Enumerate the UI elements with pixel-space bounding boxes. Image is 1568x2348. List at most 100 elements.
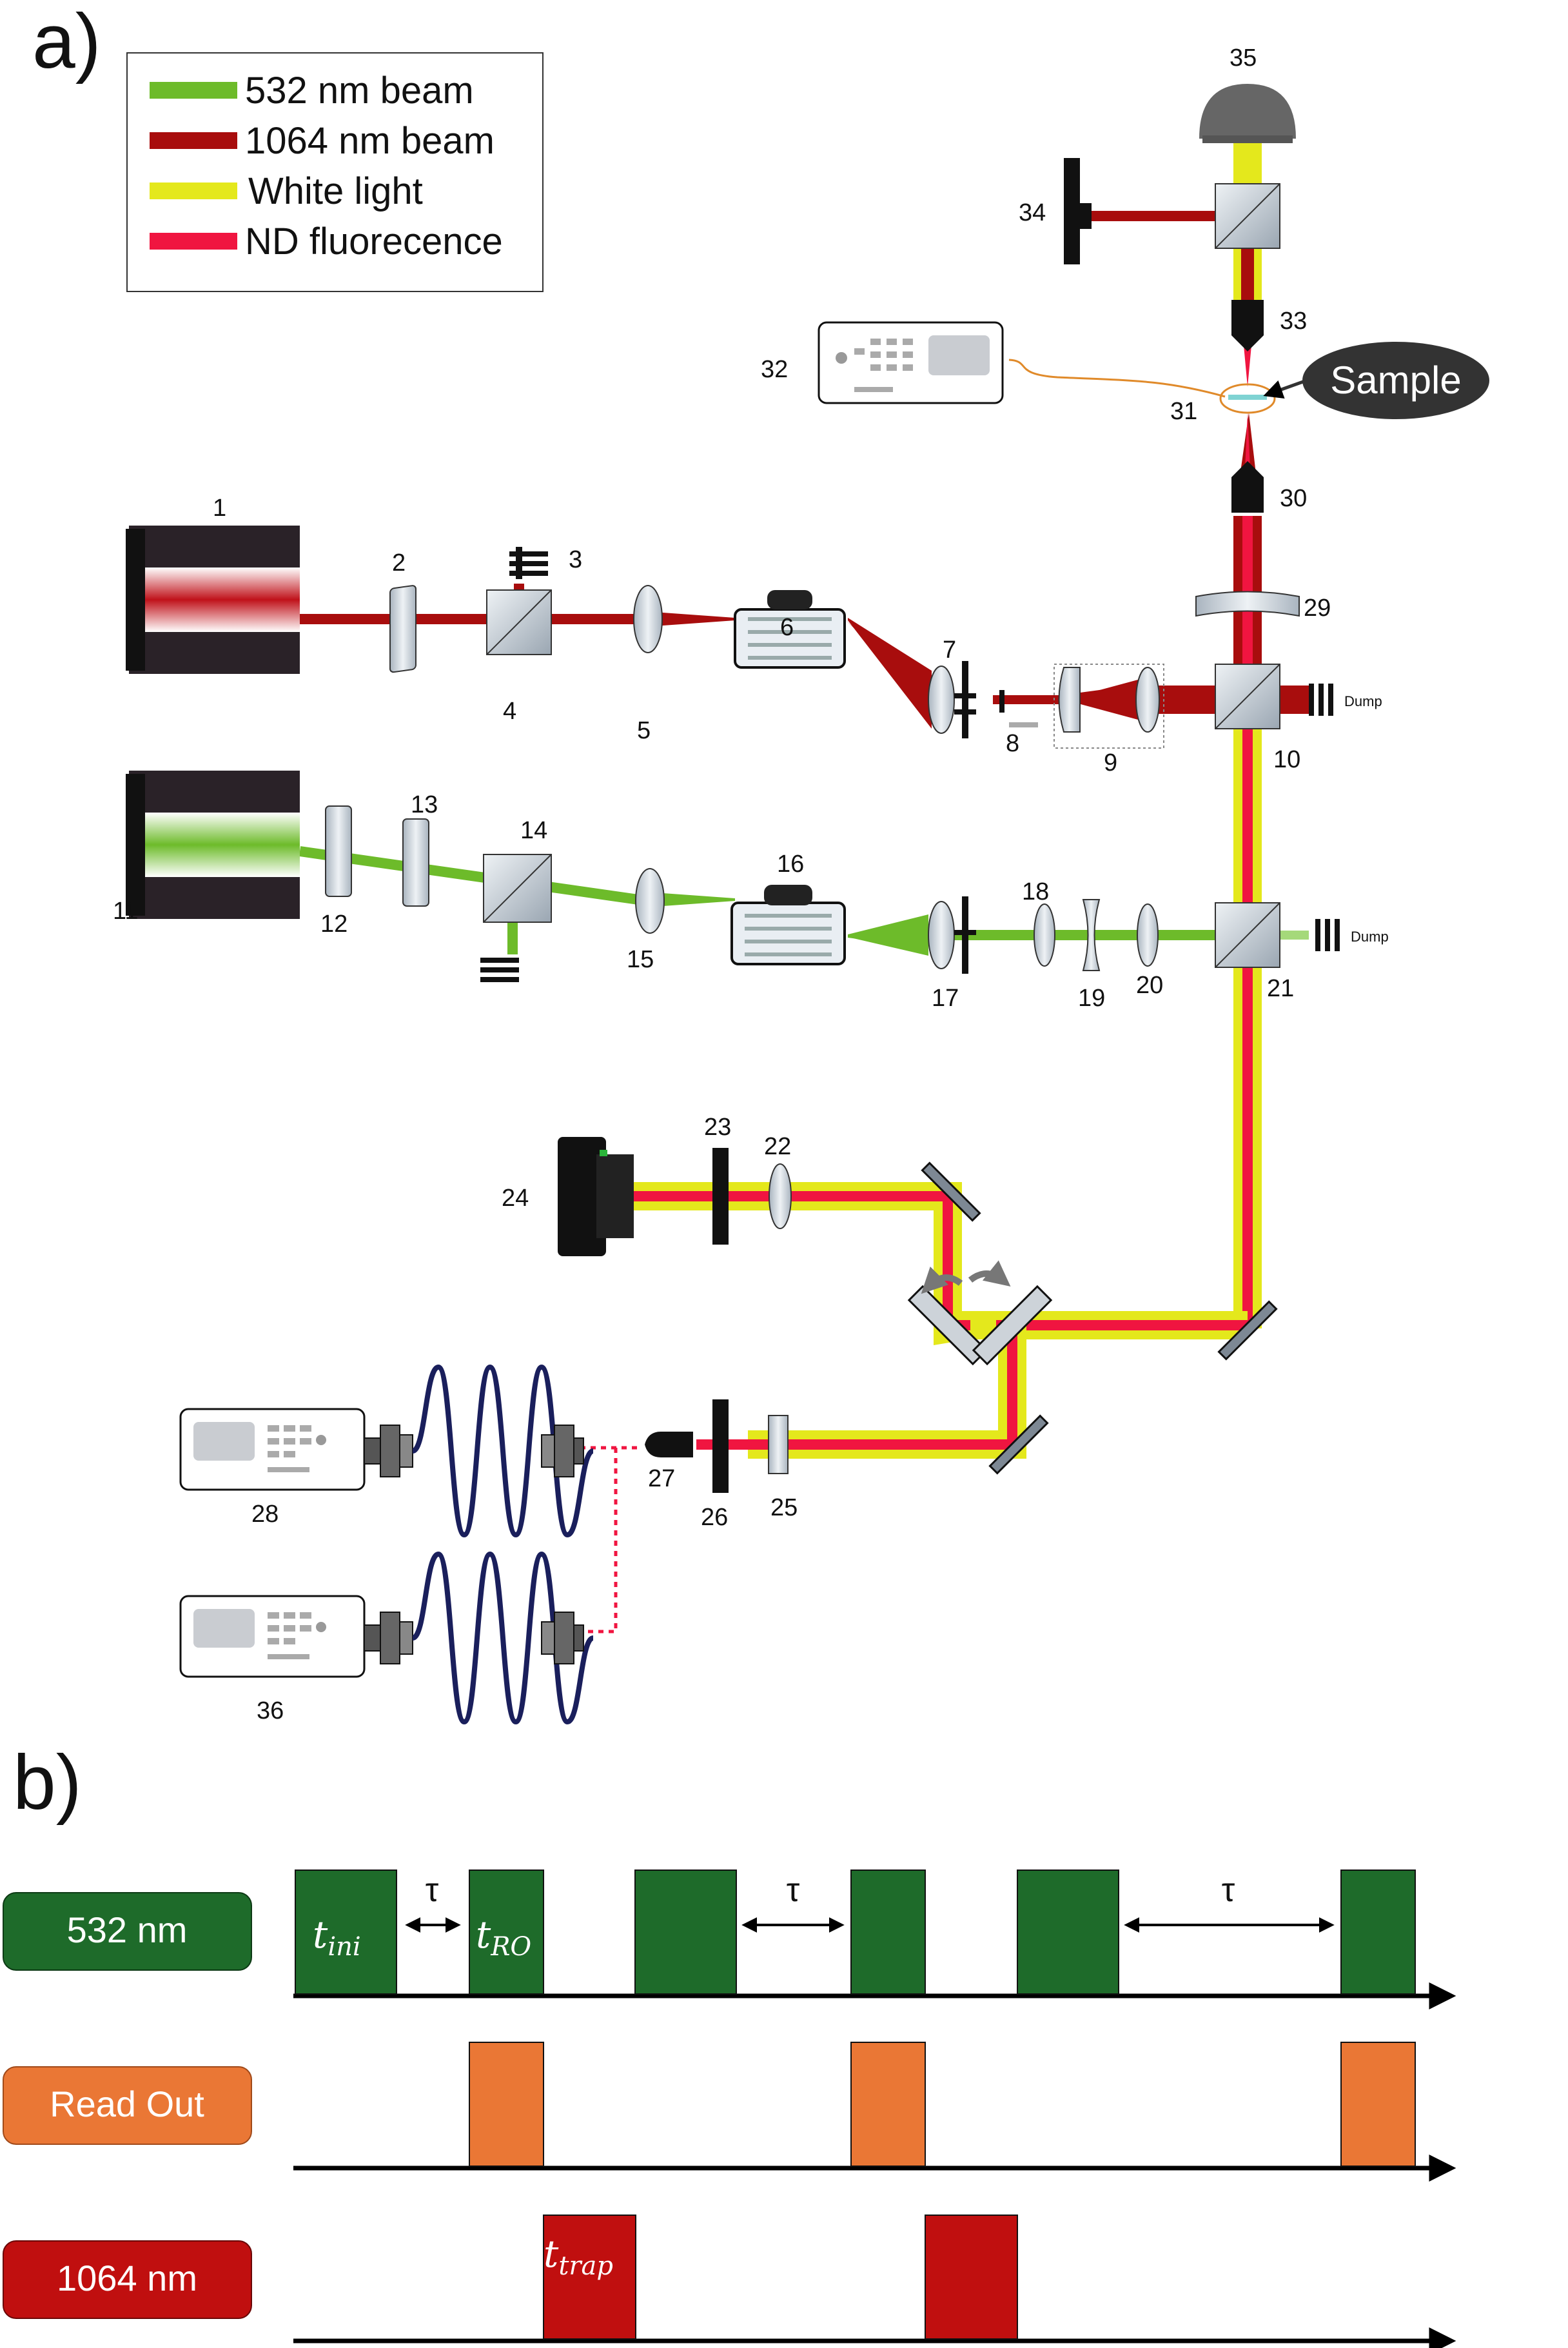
pulse-readout-1	[469, 2042, 544, 2167]
label-9: 9	[1104, 749, 1117, 776]
timing-row-label-1064: 1064 nm	[3, 2240, 252, 2319]
iris-8	[999, 690, 1038, 727]
tau-3: τ	[1124, 1871, 1335, 1933]
tau-1: τ	[405, 1871, 461, 1933]
panel-label-b: b)	[13, 1739, 82, 1826]
beam-to-objective	[1233, 413, 1262, 677]
light-source-35	[1199, 84, 1296, 143]
beam-upper	[1083, 139, 1262, 387]
dump-10: Dump	[1309, 684, 1382, 716]
label-10: 10	[1273, 746, 1300, 773]
filter-25	[768, 1415, 789, 1474]
camera-24	[558, 1137, 634, 1256]
dump-21: Dump	[1315, 919, 1389, 951]
fiber-links	[580, 1446, 638, 1633]
legend-item-532: 532 nm beam	[150, 70, 474, 112]
pulse-label-t-ro: tRO	[476, 1913, 531, 1962]
beam-dump-3	[509, 547, 548, 579]
svg-text:τ: τ	[426, 1871, 439, 1909]
label-18: 18	[1022, 878, 1049, 905]
lens-7	[928, 661, 976, 738]
mw-generator-32	[818, 321, 1004, 404]
label-33: 33	[1280, 308, 1307, 335]
lens-19	[1082, 899, 1101, 971]
beamsplitter-4	[486, 589, 552, 655]
label-19: 19	[1078, 985, 1105, 1012]
filter-26	[712, 1399, 729, 1493]
timing-diagram: 532 nm Read Out 1064 nm tini tRO	[3, 1870, 1456, 2348]
svg-text:tRO: tRO	[476, 1913, 531, 1962]
fiber-coil-28	[364, 1364, 594, 1538]
pulse-532-ini-2	[634, 1870, 737, 1995]
lens-15	[635, 868, 665, 934]
waveplate-12	[325, 805, 352, 897]
component-labels: 1 2 3 4 5 6 7 8 9 10 11 12 13 14 15 16 1…	[113, 44, 1331, 1724]
waveplate-13	[402, 818, 429, 907]
camera-34	[1064, 158, 1092, 264]
beamsplitter-34-cube	[1215, 183, 1280, 249]
label-32: 32	[761, 356, 788, 383]
timing-row-label-readout: Read Out	[3, 2066, 252, 2145]
pulses-532	[295, 1870, 1416, 1995]
svg-text:Dump: Dump	[1344, 693, 1382, 709]
lens-18	[1034, 903, 1055, 967]
sample-31	[1008, 359, 1313, 414]
label-36: 36	[257, 1697, 284, 1724]
sample-bubble: Sample	[1302, 342, 1489, 419]
label-21: 21	[1267, 975, 1294, 1002]
fiber-coil-36	[364, 1551, 594, 1725]
label-29: 29	[1304, 595, 1331, 622]
svg-text:White light: White light	[248, 170, 423, 212]
pulse-532-ro-1	[469, 1870, 544, 1995]
mirror-upper-left	[921, 1161, 981, 1222]
legend-item-1064: 1064 nm beam	[150, 120, 495, 162]
pulse-532-ini	[295, 1870, 397, 1995]
label-23: 23	[704, 1114, 731, 1141]
pulse-532-ro-2	[850, 1870, 926, 1995]
panel-label-a: a)	[32, 0, 101, 84]
label-20: 20	[1136, 972, 1163, 999]
label-28: 28	[251, 1501, 279, 1528]
legend-item-white-light: White light	[150, 170, 423, 212]
svg-text:τ: τ	[1222, 1871, 1235, 1909]
label-11: 11	[113, 898, 138, 925]
svg-text:Read Out: Read Out	[50, 2084, 204, 2124]
label-30: 30	[1280, 485, 1307, 512]
lens-5	[633, 585, 663, 653]
label-27: 27	[648, 1465, 675, 1492]
label-14: 14	[520, 817, 547, 844]
laser-1064	[126, 526, 300, 674]
label-7: 7	[943, 636, 956, 664]
pulses-1064	[543, 2215, 1018, 2340]
svg-text:532 nm: 532 nm	[67, 1909, 188, 1950]
label-34: 34	[1019, 199, 1046, 226]
label-13: 13	[411, 791, 438, 818]
label-6: 6	[780, 614, 794, 641]
label-25: 25	[770, 1494, 798, 1521]
dichroic-10	[1215, 664, 1280, 729]
svg-text:Sample: Sample	[1330, 359, 1461, 402]
label-15: 15	[627, 946, 654, 973]
beamsplitter-14	[483, 854, 552, 923]
svg-text:τ: τ	[787, 1871, 800, 1909]
pulse-readout-2	[850, 2042, 926, 2167]
beam-dump-14	[480, 958, 519, 982]
pulse-label-t-ini: tini	[313, 1913, 361, 1962]
label-1: 1	[213, 495, 226, 522]
label-22: 22	[764, 1133, 791, 1160]
objective-33	[1231, 300, 1264, 351]
lens-20	[1137, 903, 1159, 967]
svg-text:Dump: Dump	[1351, 929, 1389, 945]
label-4: 4	[503, 698, 516, 725]
green-beam-path	[299, 846, 1309, 956]
mirror-lower-right	[1217, 1300, 1278, 1361]
svg-text:ND fluorecence: ND fluorecence	[245, 221, 503, 262]
svg-text:1064 nm: 1064 nm	[57, 2258, 197, 2298]
label-8: 8	[1006, 730, 1019, 757]
pulses-readout	[469, 2042, 1416, 2167]
pulse-1064-1	[543, 2215, 636, 2340]
lens-22	[769, 1163, 792, 1229]
timing-row-label-532: 532 nm	[3, 1892, 252, 1971]
fiber-coupler-27	[645, 1432, 693, 1457]
